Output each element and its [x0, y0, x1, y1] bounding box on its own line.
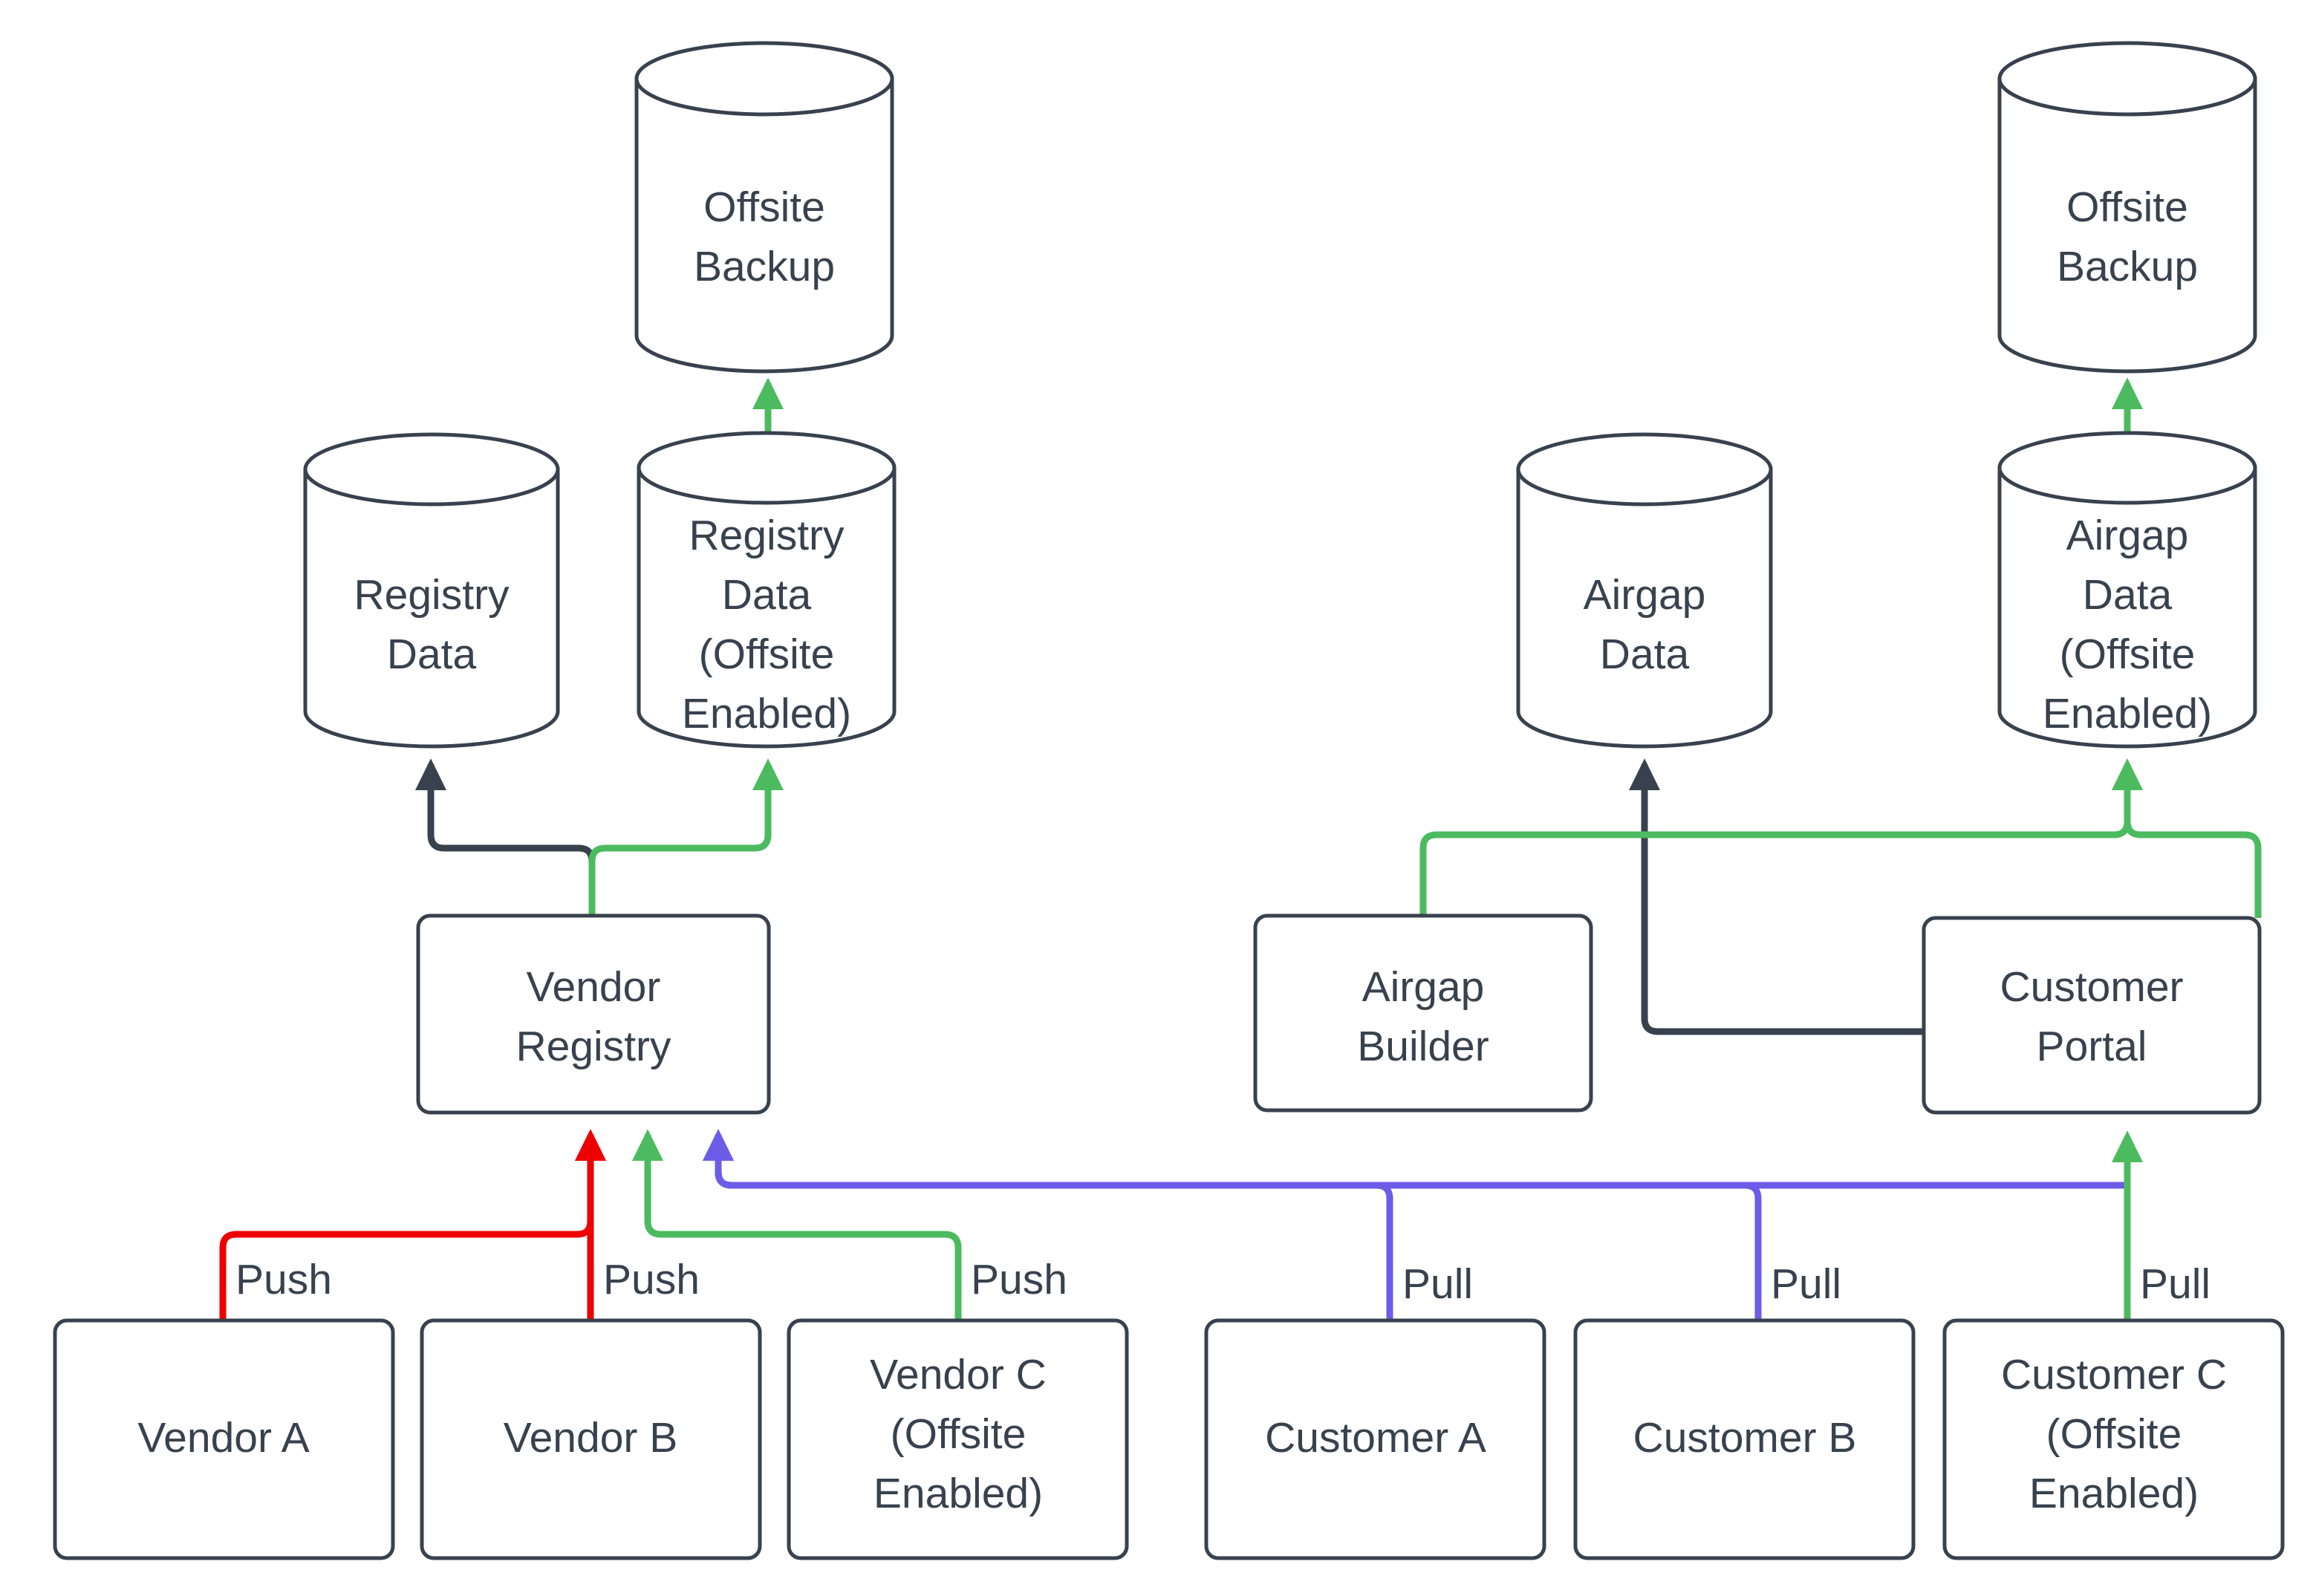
node-airgap-data[interactable]: Airgap Data: [1516, 432, 1773, 749]
registry-data-offsite-label-line4: Enabled): [682, 690, 851, 737]
node-customer-portal[interactable]: Customer Portal: [1922, 916, 2262, 1115]
airgap-data-label-line2: Data: [1600, 631, 1690, 678]
edge-label-pull-customer-c: Pull: [2140, 1260, 2210, 1308]
node-vendor-a[interactable]: Vendor A: [53, 1318, 395, 1560]
edge-label-pull-customer-a: Pull: [1402, 1260, 1473, 1308]
node-vendor-registry[interactable]: Vendor Registry: [416, 913, 771, 1115]
airgap-builder-label-line2: Builder: [1357, 1023, 1489, 1070]
node-airgap-data-offsite[interactable]: Airgap Data (Offsite Enabled): [1997, 431, 2257, 749]
customer-b-label: Customer B: [1633, 1414, 1857, 1462]
registry-data-offsite-label-line3: (Offsite: [699, 631, 835, 678]
edge-label-push-vendor-b: Push: [603, 1256, 700, 1303]
airgap-data-offsite-label-line2: Data: [2083, 571, 2173, 619]
edge-customer-portal-to-airgap-data-offsite: [2111, 758, 2262, 918]
airgap-data-label-line1: Airgap: [1584, 571, 1706, 619]
customer-portal-label-line2: Portal: [2037, 1023, 2147, 1070]
node-offsite-backup-right[interactable]: Offsite Backup: [1997, 41, 2257, 374]
edge-customer-portal-to-airgap-data: [1628, 758, 1924, 1035]
node-registry-data[interactable]: Registry Data: [303, 432, 560, 749]
node-customer-c[interactable]: Customer C (Offsite Enabled): [1942, 1318, 2285, 1560]
vendor-c-label-line3: Enabled): [874, 1470, 1043, 1517]
edge-label-push-vendor-a: Push: [235, 1256, 332, 1303]
vendor-registry-label-line2: Registry: [515, 1023, 671, 1070]
node-offsite-backup-left[interactable]: Offsite Backup: [634, 41, 894, 374]
offsite-backup-left-label-line2: Backup: [694, 243, 835, 290]
airgap-builder-label-line1: Airgap: [1362, 963, 1485, 1011]
customer-c-label-line1: Customer C: [2001, 1351, 2227, 1398]
registry-data-offsite-label-line1: Registry: [689, 512, 845, 559]
node-customer-b[interactable]: Customer B: [1573, 1318, 1916, 1560]
edge-customer-b-to-vendor-registry: [702, 1129, 1762, 1320]
edge-purple-trunk: [702, 1129, 2127, 1189]
node-airgap-builder[interactable]: Airgap Builder: [1253, 913, 1593, 1113]
vendor-a-label: Vendor A: [137, 1414, 309, 1462]
airgap-data-offsite-label-line4: Enabled): [2043, 690, 2212, 737]
node-registry-data-offsite[interactable]: Registry Data (Offsite Enabled): [637, 431, 897, 749]
registry-data-offsite-label-line2: Data: [722, 571, 812, 619]
customer-portal-label-line1: Customer: [2000, 963, 2183, 1011]
node-vendor-c[interactable]: Vendor C (Offsite Enabled): [787, 1318, 1129, 1560]
edge-vendor-registry-to-registry-data: [414, 758, 596, 916]
airgap-data-offsite-label-line3: (Offsite: [2060, 631, 2196, 678]
edge-vendor-c-to-vendor-registry: [631, 1129, 962, 1320]
node-vendor-b[interactable]: Vendor B: [420, 1318, 762, 1560]
edge-label-group: Push Push Push Pull Pull Pull: [235, 1256, 2210, 1308]
node-customer-a[interactable]: Customer A: [1204, 1318, 1546, 1560]
vendor-b-label: Vendor B: [504, 1414, 678, 1462]
registry-data-label-line1: Registry: [354, 571, 510, 619]
registry-data-label-line2: Data: [387, 631, 477, 678]
vendor-c-label-line2: (Offsite: [891, 1410, 1027, 1458]
vendor-c-label-line1: Vendor C: [870, 1351, 1047, 1398]
edge-airgap-builder-to-airgap-data-offsite: [1419, 758, 2144, 916]
airgap-data-offsite-label-line1: Airgap: [2066, 512, 2189, 559]
offsite-backup-right-label-line2: Backup: [2057, 243, 2198, 290]
vendor-registry-label-line1: Vendor: [527, 963, 661, 1011]
customer-c-label-line2: (Offsite: [2046, 1410, 2182, 1458]
offsite-backup-left-label-line1: Offsite: [703, 183, 825, 231]
edge-vendor-registry-to-registry-data-offsite: [588, 758, 784, 916]
customer-c-label-line3: Enabled): [2029, 1470, 2199, 1517]
customer-a-label: Customer A: [1265, 1414, 1486, 1462]
edge-label-pull-customer-b: Pull: [1771, 1260, 1841, 1308]
edge-label-push-vendor-c: Push: [971, 1256, 1067, 1303]
offsite-backup-right-label-line1: Offsite: [2066, 183, 2188, 231]
